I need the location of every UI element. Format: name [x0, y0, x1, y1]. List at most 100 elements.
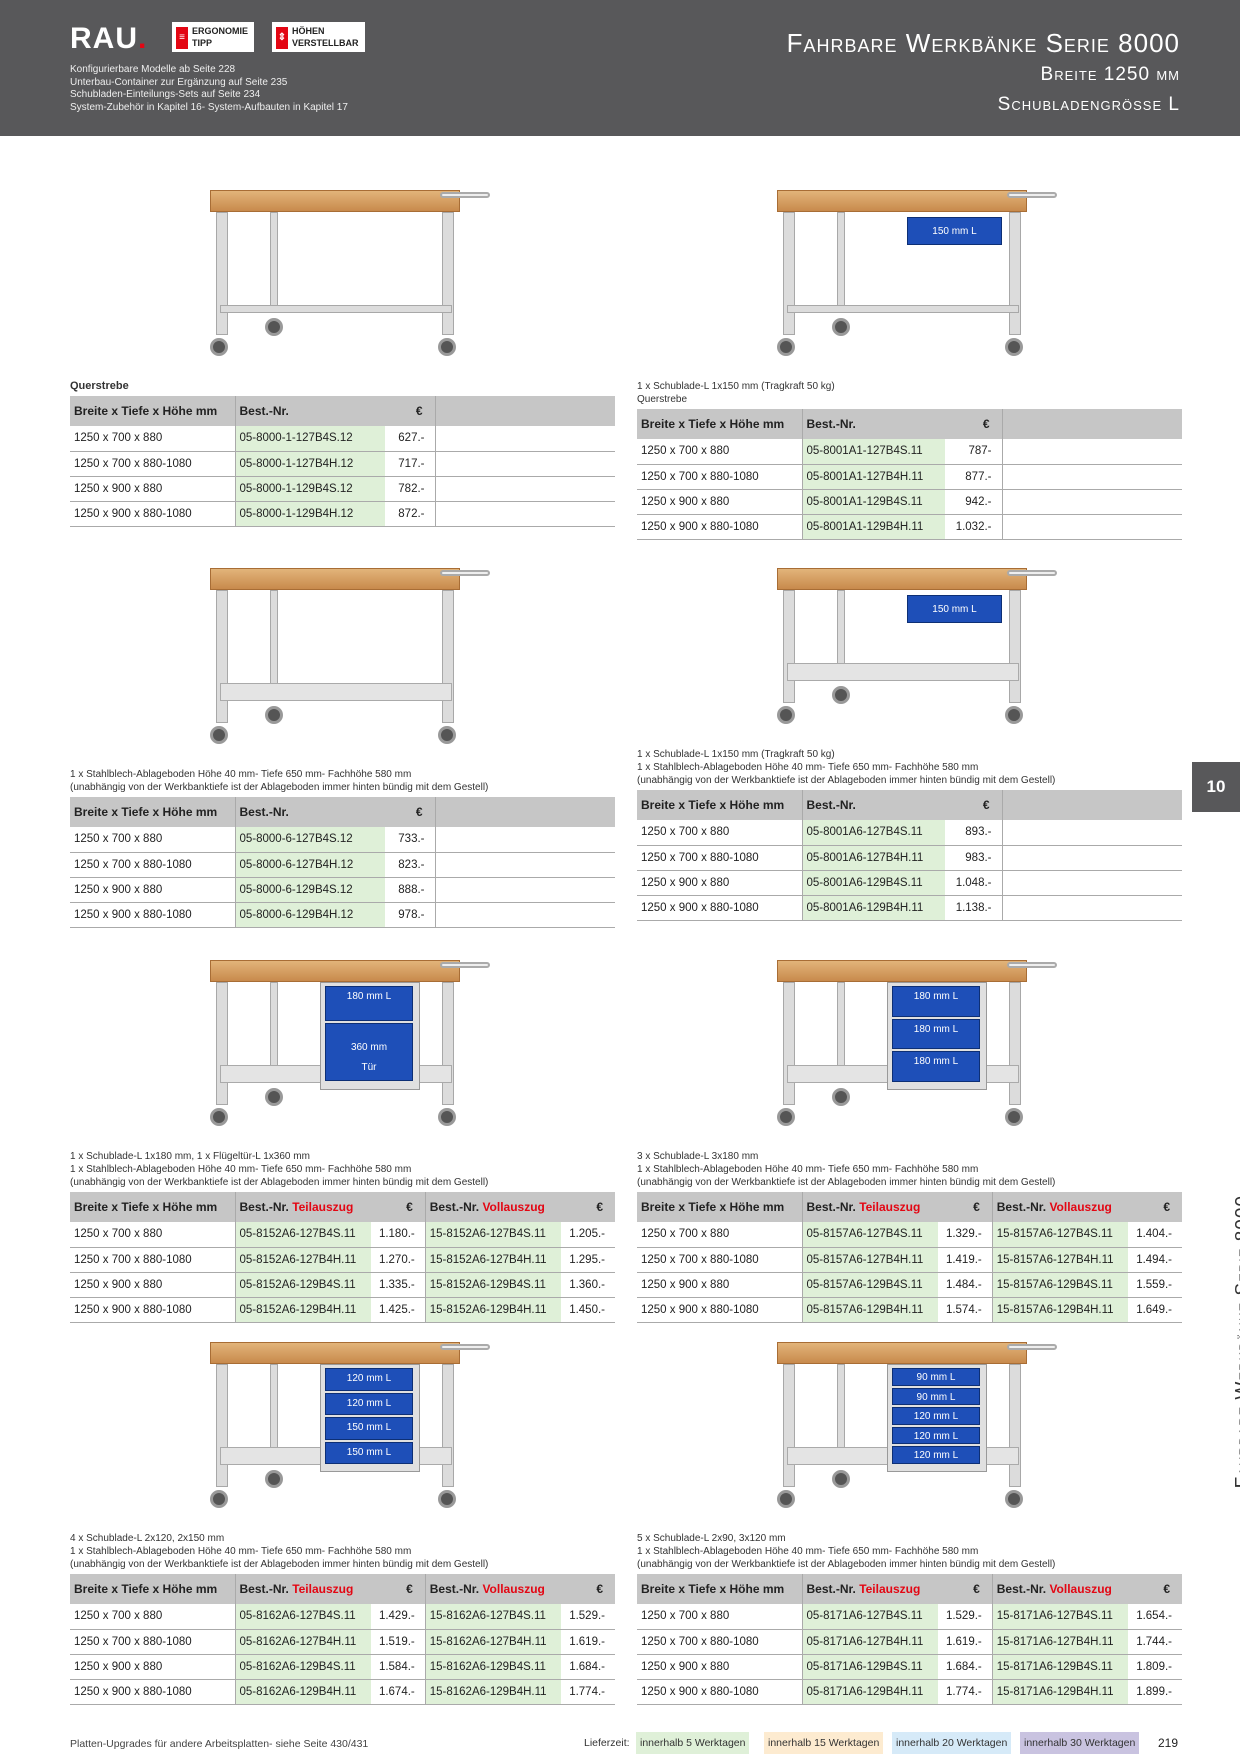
col-dims: Breite x Tiefe x Höhe mm [637, 1574, 802, 1604]
drawer: 180 mm L [892, 1018, 980, 1050]
col-nr: Best.-Nr. Teilauszug [234, 1574, 371, 1604]
drawer: 90 mm L [892, 1387, 980, 1406]
product-description: 1 x Schublade-L 1x150 mm (Tragkraft 50 k… [637, 749, 1056, 786]
col-eur: € [370, 1192, 426, 1222]
col-nr: Best.-Nr. Teilauszug [801, 1574, 938, 1604]
col-nr2: Best.-Nr. Vollauszug [424, 1192, 561, 1222]
product-block: 1 x Stahlblech-Ablageboden Höhe 40 mm- T… [70, 548, 615, 928]
workbench-image: 150 mm L [637, 150, 1182, 380]
col-nr: Best.-Nr. Teilauszug [801, 1192, 938, 1222]
product-description: 1 x Schublade-L 1x150 mm (Tragkraft 50 k… [637, 381, 835, 405]
col-eur2: € [1128, 1574, 1182, 1604]
workbench-image: 150 mm L [637, 548, 1182, 748]
chapter-side-label: Fahrbare Werkbänke Serie 8000 [1232, 1195, 1240, 1489]
chapter-tab: 10 [1192, 762, 1240, 812]
product-description: 1 x Schublade-L 1x180 mm, 1 x Flügeltür-… [70, 1151, 489, 1188]
col-nr2: Best.-Nr. Vollauszug [991, 1192, 1128, 1222]
lieferzeit-15: innerhalb 15 Werktagen [764, 1732, 884, 1754]
height-adjust-icon: ⇕ [276, 27, 288, 49]
lieferzeit-5: innerhalb 5 Werktagen [636, 1732, 750, 1754]
col-eur: € [385, 797, 435, 827]
drawer: 120 mm L [325, 1392, 413, 1415]
drawer: 180 mm L [325, 986, 413, 1021]
rau-logo: RAU. [70, 22, 148, 55]
workbench-image [70, 548, 615, 768]
col-eur2: € [561, 1574, 615, 1604]
drawer: 120 mm L [892, 1407, 980, 1425]
lieferzeit-label: Lieferzeit: [584, 1737, 630, 1749]
col-eur: € [937, 1574, 993, 1604]
col-nr: Best.-Nr. [801, 790, 945, 820]
col-eur: € [937, 1192, 993, 1222]
col-nr: Best.-Nr. [234, 797, 386, 827]
col-dims: Breite x Tiefe x Höhe mm [637, 1192, 802, 1222]
col-nr2: Best.-Nr. Vollauszug [424, 1574, 561, 1604]
lieferzeit-20: innerhalb 20 Werktagen [892, 1732, 1012, 1754]
col-nr: Best.-Nr. Teilauszug [234, 1192, 371, 1222]
workbench-image [70, 150, 615, 380]
drawer: 150 mm L [325, 1441, 413, 1464]
col-eur: € [944, 409, 1002, 439]
col-dims: Breite x Tiefe x Höhe mm [70, 396, 235, 426]
drawer: 120 mm L [892, 1446, 980, 1464]
drawer: 150 mm L [907, 217, 1002, 245]
col-eur: € [370, 1574, 426, 1604]
product-description: Querstrebe [70, 380, 129, 392]
col-eur2: € [1128, 1192, 1182, 1222]
drawer: 150 mm L [325, 1417, 413, 1440]
col-dims: Breite x Tiefe x Höhe mm [637, 790, 802, 820]
page-title: Fahrbare Werkbänke Serie 8000 [786, 28, 1180, 58]
drawer: 120 mm L [892, 1426, 980, 1445]
drawer: 180 mm L [892, 1051, 980, 1082]
col-dims: Breite x Tiefe x Höhe mm [70, 1192, 235, 1222]
col-dims: Breite x Tiefe x Höhe mm [70, 1574, 235, 1604]
col-nr2: Best.-Nr. Vollauszug [991, 1574, 1128, 1604]
page-subtitle-width: Breite 1250 mm [1040, 64, 1180, 85]
